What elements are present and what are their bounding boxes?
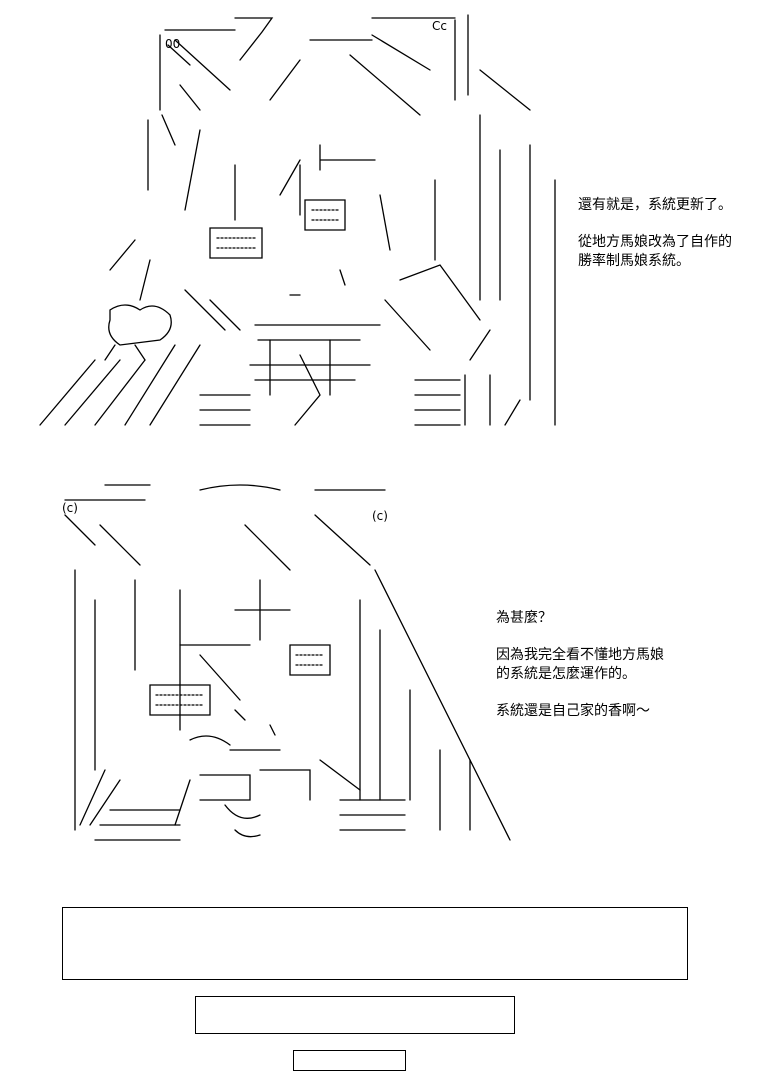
dialogue-line: 為甚麼？ <box>496 610 552 626</box>
frame-small <box>293 1050 406 1071</box>
svg-text:00: 00 <box>165 37 180 51</box>
dialogue-line-blank <box>496 684 664 702</box>
dialogue-line: 系統還是自己家的香啊～ <box>496 703 650 719</box>
dialogue-text-bottom: 為甚麼？ 因為我完全看不懂地方馬娘 的系統是怎麼運作的。 系統還是自己家的香啊～ <box>496 609 664 721</box>
dialogue-line: 從地方馬娘改為了自作的 <box>578 234 732 250</box>
dialogue-line-blank <box>578 215 732 233</box>
dialogue-line: 的系統是怎麼運作的。 <box>496 666 636 682</box>
character-art-top: Cc 00 <box>39 14 556 426</box>
dialogue-line-blank <box>496 628 664 646</box>
svg-text:(c): (c) <box>62 501 78 515</box>
dialogue-line: 還有就是，系統更新了。 <box>578 197 732 213</box>
character-art-bottom: (c) (c) <box>62 484 511 841</box>
dialogue-text-top: 還有就是，系統更新了。 從地方馬娘改為了自作的 勝率制馬娘系統。 <box>578 196 732 271</box>
svg-text:Cc: Cc <box>432 19 447 33</box>
svg-text:(c): (c) <box>372 509 388 523</box>
frame-large <box>62 907 688 980</box>
dialogue-line: 勝率制馬娘系統。 <box>578 253 690 269</box>
dialogue-line: 因為我完全看不懂地方馬娘 <box>496 647 664 663</box>
frame-medium <box>195 996 515 1034</box>
